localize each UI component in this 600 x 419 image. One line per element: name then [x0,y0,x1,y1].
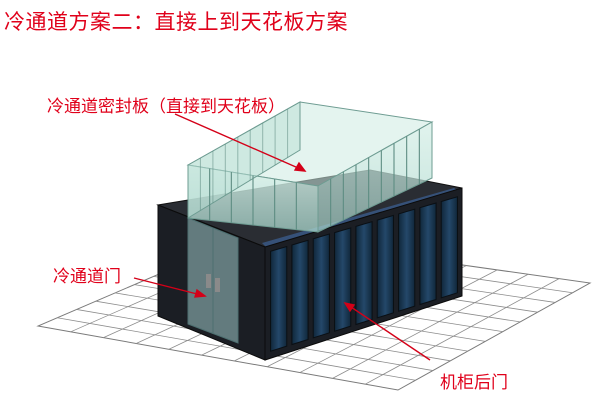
rack-rear-door [355,220,373,326]
floor-grid-line [299,269,498,373]
diagram-title: 冷通道方案二：直接上到天花板方案 [4,10,348,34]
rack-rear-door [440,196,458,299]
floor-grid-line [365,278,560,385]
floor-grid-line [332,273,529,379]
rack-rear-door [334,227,352,332]
rack-rear-door-label: 机柜后门 [440,373,508,393]
rack-rear-doors [270,196,458,352]
ceiling-panel-arrow [174,113,306,172]
rack-rear-door [376,214,394,319]
rack-rear-door [270,245,288,352]
rack-rear-door [419,202,437,306]
rack-rear-door [291,239,309,346]
rear-door-arrow [344,302,431,361]
rack-rear-door [398,208,416,312]
floor-grid-line [57,317,416,381]
rack-rear-door [312,233,330,339]
ceiling-seal-panel [186,101,434,233]
aisle-door-arrow [133,277,206,297]
aisle-door-label: 冷通道门 [53,267,121,287]
ceiling-panel-label: 冷通道密封板（直接到天花板） [47,97,285,117]
